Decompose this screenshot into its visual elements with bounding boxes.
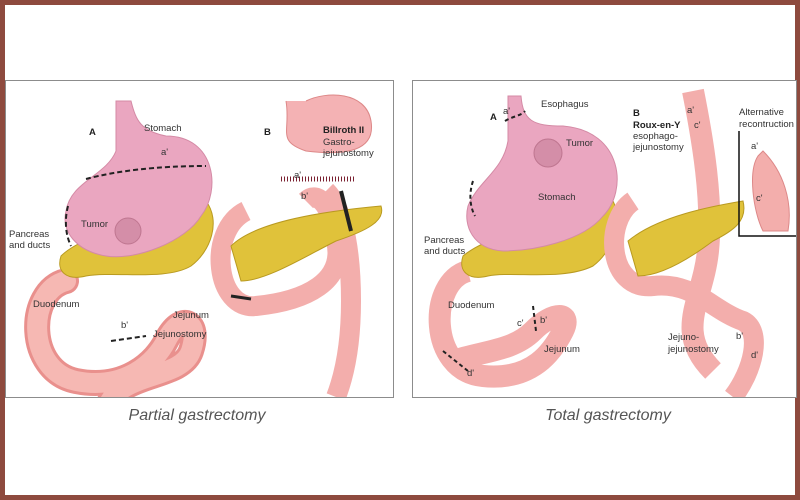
inset-c-prime-label: c' [756,193,763,204]
a-prime-label: a' [503,106,511,117]
partial-gastrectomy-drawing [24,94,383,397]
b-a-prime-label: a' [294,170,302,181]
pancreas-label: Pancreas [9,229,50,240]
jejunum-label: Jejunum [544,344,580,355]
jejunostomy-label: Jejunostomy [153,329,207,340]
panel-b-letter: B [264,127,271,138]
tumor-label: Tumor [566,138,594,149]
pancreas-label: Pancreas [424,235,465,246]
pancreas-label-2: and ducts [424,246,466,257]
total-gastrectomy-drawing [428,88,796,397]
inset-title: Alternative [739,107,784,118]
stomach-label: Stomach [144,123,182,134]
stomach-label: Stomach [538,192,576,203]
partial-gastrectomy-caption: Partial gastrectomy [128,407,266,424]
panel-a-letter: A [89,127,96,138]
b-b-prime-label: b' [301,191,309,202]
jejunojejunostomy-label: Jejuno- [668,332,700,343]
duodenum-label: Duodenum [448,300,495,311]
b-c-prime-label: c' [694,120,701,131]
duodenum-label: Duodenum [33,299,80,310]
partial-gastrectomy-illustration: A Stomach a' Tumor Pancreas and ducts Du… [5,80,394,398]
panel-b-letter: B [633,108,640,119]
b-d-prime-label: d' [751,350,759,361]
c-prime-label: c' [517,318,524,329]
roux-sub-2: jejunostomy [633,142,684,153]
roux-title: Roux-en-Y [633,120,681,131]
inset-a-prime-label: a' [751,141,759,152]
b-prime-label: b' [121,320,129,331]
esophagus-label: Esophagus [541,99,589,110]
b-a-prime-label: a' [687,105,695,116]
jejunum-label: Jejunum [173,310,209,321]
total-gastrectomy-illustration: A Esophagus a' Tumor Stomach Pancreas an… [412,80,797,398]
billroth-sub-2: jejunostomy [323,148,374,159]
billroth-title: Billroth II [323,125,365,136]
billroth-sub-1: Gastro- [323,137,355,148]
b-prime-label: b' [540,315,548,326]
jejunojejunostomy-label-2: jejunostomy [668,344,719,355]
tumor-label: Tumor [81,219,109,230]
d-prime-label: d' [467,368,475,379]
b-b-prime-label: b' [736,331,744,342]
panel-a-letter: A [490,112,497,123]
inset-title-2: recontruction [739,119,794,130]
pancreas-label-2: and ducts [9,240,51,251]
roux-sub-1: esophago- [633,131,678,142]
total-gastrectomy-caption: Total gastrectomy [545,407,671,424]
a-prime-label: a' [161,147,169,158]
